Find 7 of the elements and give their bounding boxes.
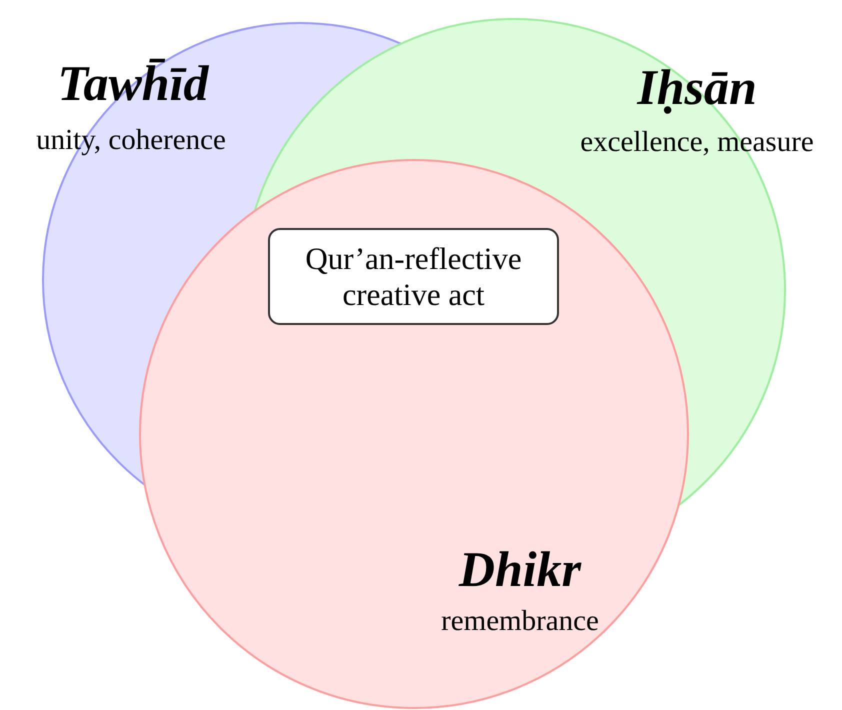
circle-subtitle: unity, coherence <box>36 126 226 155</box>
circle-title: Iḥsān <box>637 62 757 112</box>
circle-title: Dhikr <box>458 544 582 594</box>
circle-subtitle: remembrance <box>441 607 599 636</box>
center-label-box: Qur’an-reflective creative act <box>268 228 559 325</box>
circle-subtitle: excellence, measure <box>580 128 814 157</box>
circle-title: Tawh̄īd <box>58 58 208 108</box>
